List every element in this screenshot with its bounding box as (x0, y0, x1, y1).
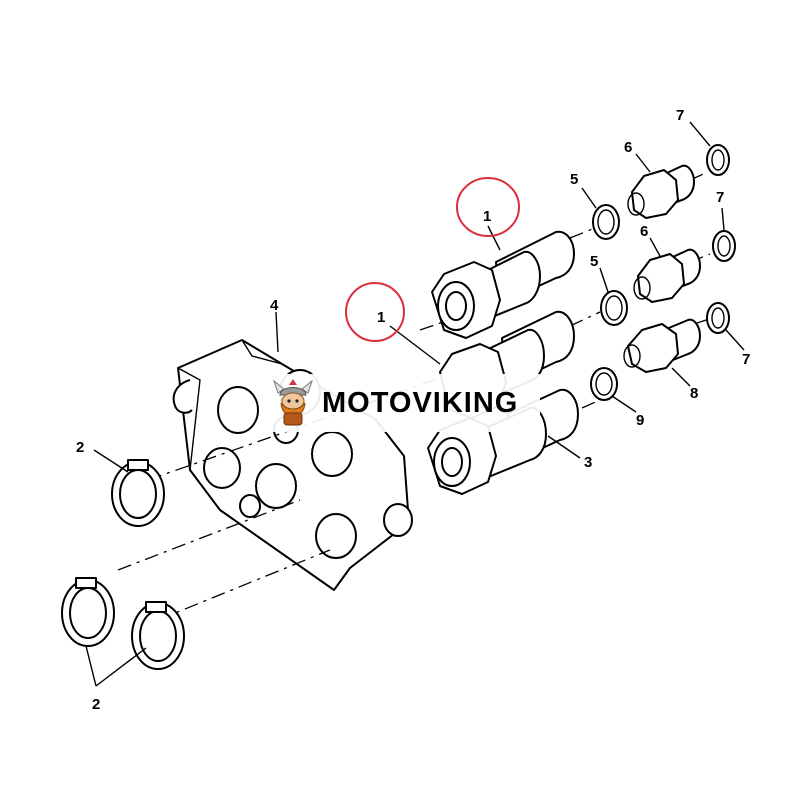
callout-1-middle: 1 (377, 309, 385, 326)
part-4-manifold-block (172, 339, 413, 591)
part-2-snap-ring-lower-left (61, 577, 115, 647)
watermark-banner: MOTOVIKING (268, 374, 540, 432)
callout-leader-lines (85, 121, 745, 687)
callout-7-middle: 7 (716, 189, 724, 206)
viking-mascot-icon (272, 379, 314, 426)
callout-9: 9 (636, 412, 644, 429)
callout-2-upper: 2 (76, 439, 84, 456)
callout-8: 8 (690, 385, 698, 402)
part-8-adapter (623, 318, 701, 373)
part-6-adapter-middle (633, 248, 701, 303)
part-6-adapter-upper (627, 164, 695, 219)
callout-7-lower: 7 (742, 351, 750, 368)
callout-6-middle: 6 (640, 223, 648, 240)
part-2-snap-ring-lower-right (131, 601, 185, 670)
highlight-circle-part-1-middle (345, 282, 405, 342)
watermark-text: MOTOVIKING (322, 386, 519, 419)
part-5-o-ring-upper (592, 204, 620, 240)
part-9-o-ring (590, 367, 618, 401)
part-7-o-ring-lower (706, 302, 730, 334)
callout-5-middle: 5 (590, 253, 598, 270)
part-1-fitting-upper (431, 230, 575, 339)
callout-1-upper: 1 (483, 208, 491, 225)
callout-4: 4 (270, 297, 279, 314)
part-2-snap-ring-upper (111, 459, 165, 527)
highlight-circle-part-1-upper (456, 177, 520, 237)
callout-2-lower: 2 (92, 696, 100, 713)
callout-5-upper: 5 (570, 171, 578, 188)
callout-6-upper: 6 (624, 139, 632, 156)
callout-7-upper: 7 (676, 107, 684, 124)
callout-3: 3 (584, 454, 592, 471)
part-7-o-ring-middle (712, 230, 736, 262)
part-7-o-ring-upper (706, 144, 730, 176)
part-5-o-ring-middle (600, 290, 628, 326)
